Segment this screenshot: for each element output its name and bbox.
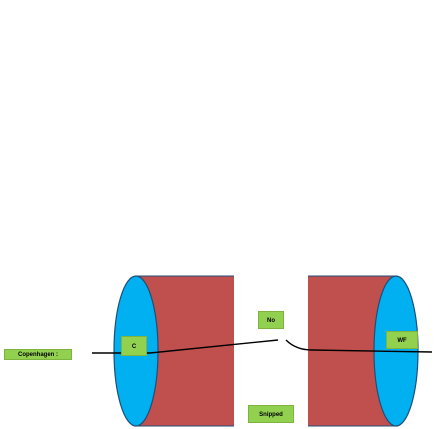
fiber-line-left: [92, 339, 279, 354]
fiber-line-right: [285, 339, 433, 353]
label-copenhagen: Copenhagen :: [4, 349, 72, 360]
label-snipped: Snipped: [248, 405, 294, 423]
label-c: C: [121, 336, 147, 356]
label-no: No: [258, 311, 284, 329]
label-wf: WF: [386, 331, 418, 349]
